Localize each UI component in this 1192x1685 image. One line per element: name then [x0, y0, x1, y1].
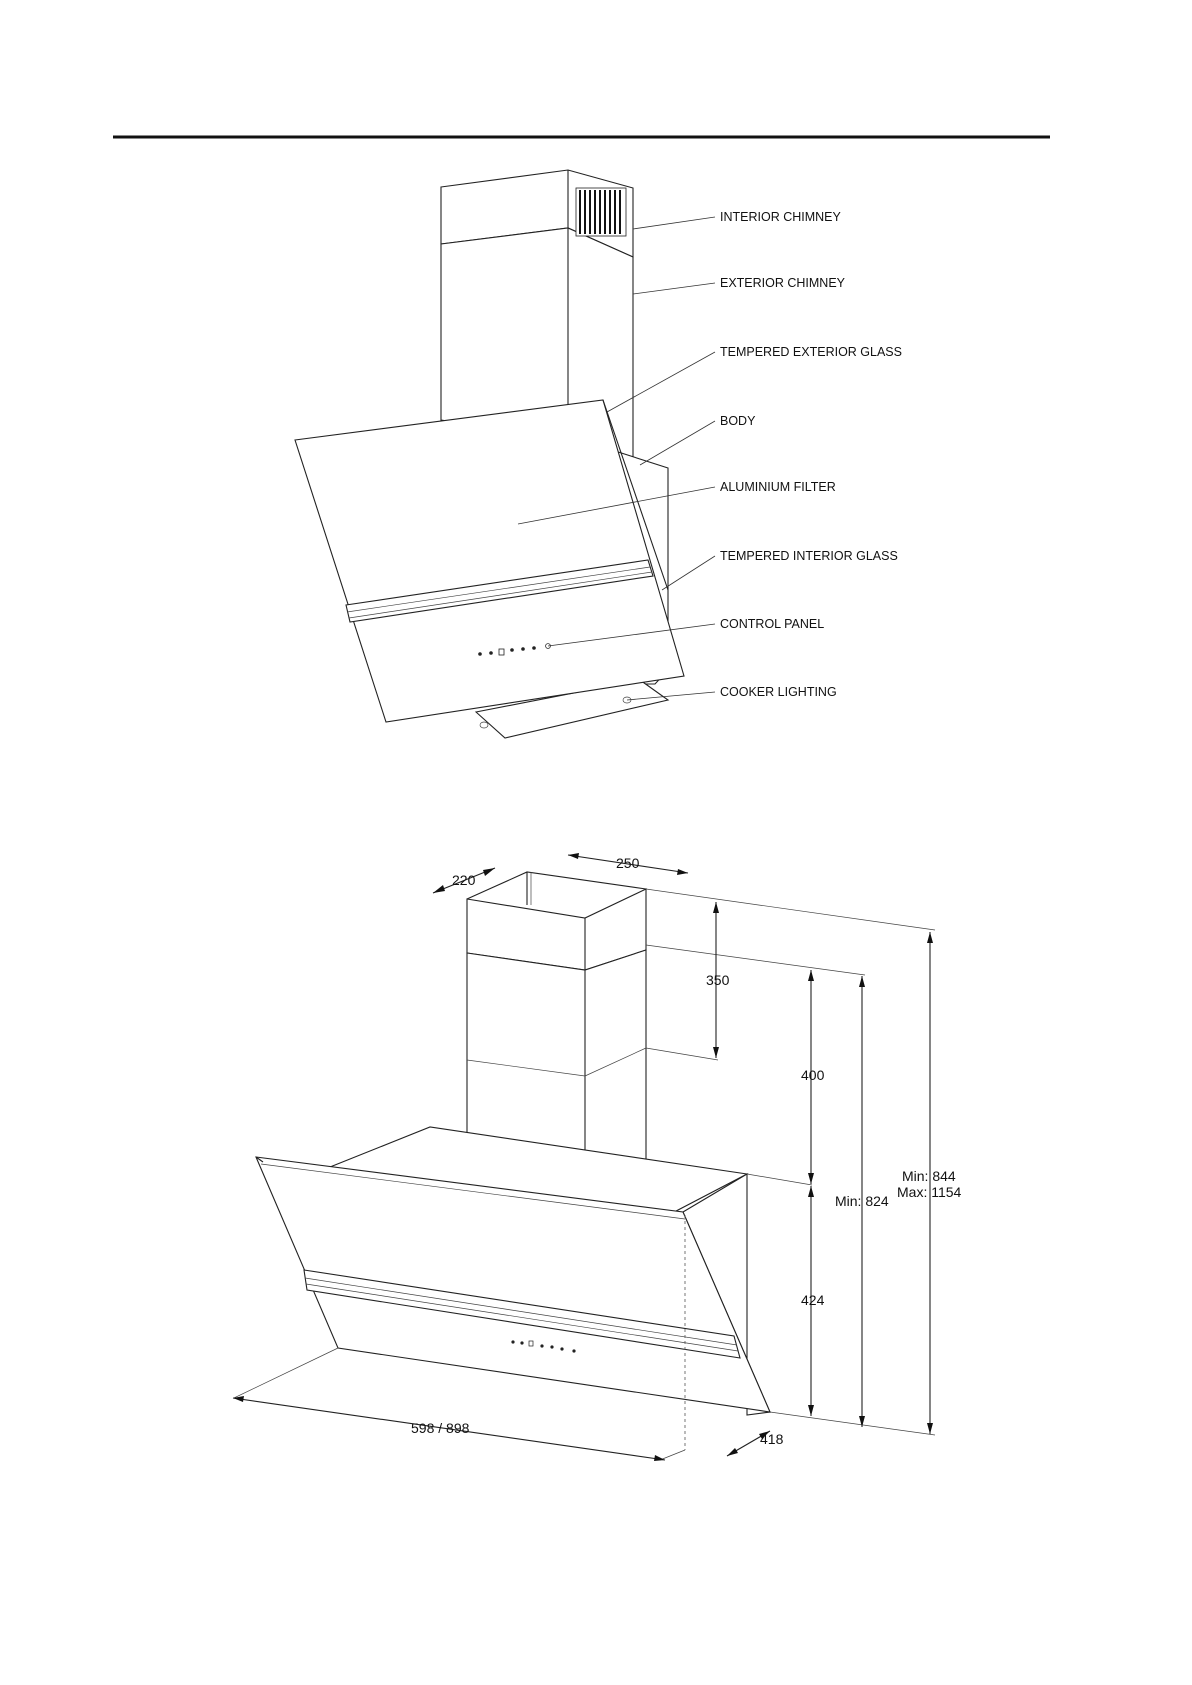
vent-slots — [576, 188, 626, 236]
callout-tempered-interior-glass: TEMPERED INTERIOR GLASS — [720, 549, 898, 563]
dim-width: 598 / 898 — [411, 1420, 470, 1436]
dim-total-max: Max: 1154 — [897, 1184, 962, 1200]
dim-min-height: Min: 824 — [835, 1193, 889, 1209]
callout-exterior-chimney: EXTERIOR CHIMNEY — [720, 276, 846, 290]
dim-body-height: 424 — [801, 1292, 825, 1308]
dim-upper-chimney-height: 400 — [801, 1067, 825, 1083]
dim-chimney-width: 250 — [616, 855, 640, 871]
dim-total-min: Min: 844 — [902, 1168, 956, 1184]
callout-cooker-lighting: COOKER LIGHTING — [720, 685, 837, 699]
parts-diagram: INTERIOR CHIMNEY EXTERIOR CHIMNEY TEMPER… — [295, 170, 902, 738]
dim-depth: 418 — [760, 1431, 784, 1447]
dim-chimney-depth: 220 — [452, 872, 476, 888]
callout-aluminium-filter: ALUMINIUM FILTER — [720, 480, 836, 494]
dimensions-diagram: 220 250 350 400 424 Min: 824 Min: 844 Ma… — [233, 853, 962, 1461]
callout-control-panel: CONTROL PANEL — [720, 617, 824, 631]
dim-overlap: 350 — [706, 972, 730, 988]
callout-body: BODY — [720, 414, 756, 428]
callout-interior-chimney: INTERIOR CHIMNEY — [720, 210, 842, 224]
callout-tempered-exterior-glass: TEMPERED EXTERIOR GLASS — [720, 345, 902, 359]
